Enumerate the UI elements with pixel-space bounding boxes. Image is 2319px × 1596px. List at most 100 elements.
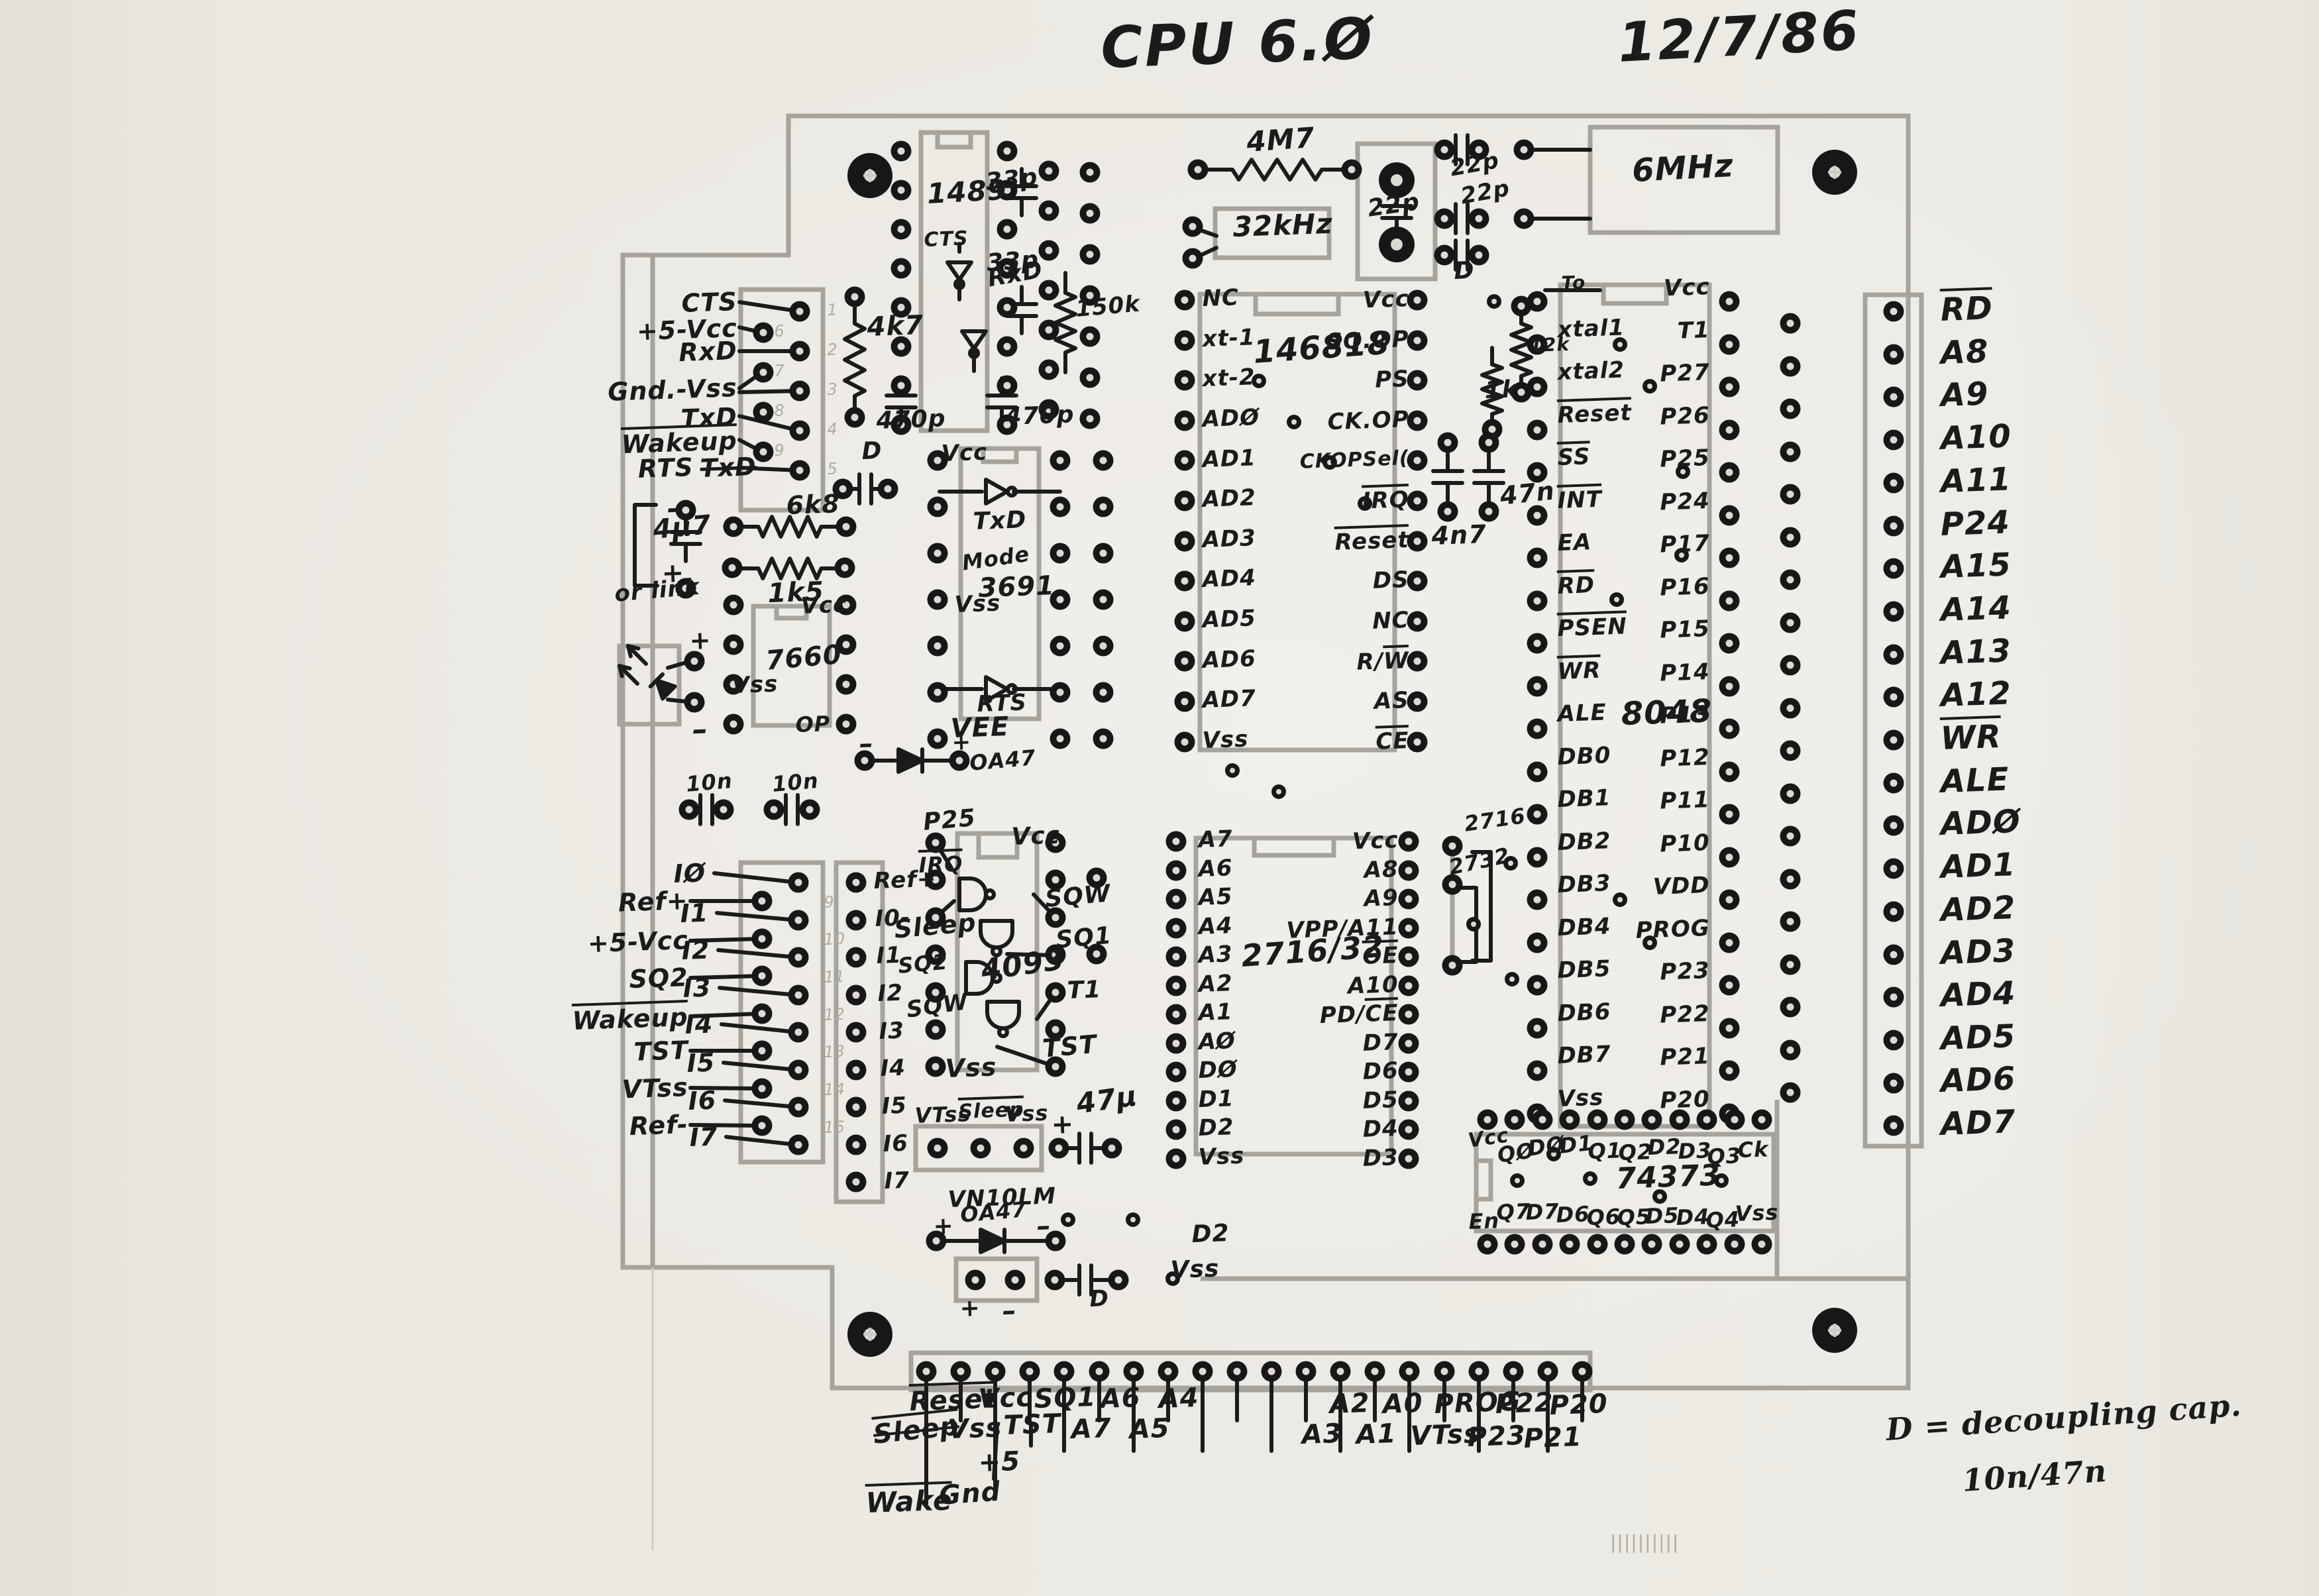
value-label: 22p — [1458, 175, 1512, 210]
pencil-label: 1 — [826, 300, 839, 319]
edge-label: AD5 — [1939, 1018, 2017, 1057]
pin-label: + — [1050, 1108, 1075, 1140]
value-label: 4k7 — [866, 310, 924, 343]
conn-label: A1 — [1355, 1418, 1397, 1450]
conn-label: Gnd — [938, 1476, 1002, 1511]
pin-label: P12 — [1659, 744, 1711, 772]
edge-label: AD2 — [1939, 889, 2017, 929]
pin-label: CKOPSel( — [1299, 447, 1410, 474]
edge-label: A10 — [1939, 417, 2012, 457]
pin-label: I2 — [877, 979, 904, 1007]
conn-label: TxD — [699, 452, 757, 483]
pin-label: TxD — [972, 506, 1027, 535]
conn-label: IØ — [673, 858, 706, 888]
conn-label: P22 — [1494, 1387, 1554, 1420]
pin-label: P16 — [1659, 573, 1711, 602]
value-label: D — [1453, 256, 1476, 285]
edge-label: AD3 — [1939, 932, 2017, 972]
conn-label: A2 — [1328, 1387, 1371, 1420]
edge-label: AD1 — [1939, 846, 2017, 886]
conn-label: Vcc — [977, 1382, 1033, 1414]
pencil-label: 7 — [773, 361, 786, 380]
copper-traces — [617, 113, 1924, 1550]
value-label: 4M7 — [1245, 121, 1317, 158]
pin-label: A9 — [1363, 884, 1399, 912]
value-label: 33p — [985, 246, 1040, 277]
pin-label: D7 — [1525, 1198, 1560, 1225]
pin-label: D5 — [1362, 1087, 1399, 1114]
pin-label: I7 — [883, 1167, 910, 1195]
conn-label: A5 — [1128, 1412, 1171, 1445]
pencil-label: 14 — [823, 1079, 846, 1099]
pin-label: Vcc — [940, 439, 988, 467]
pin-label: Vcc — [1362, 286, 1410, 314]
pencil-label: 2 — [826, 340, 839, 359]
pin-label: D7 — [1362, 1029, 1399, 1057]
value-label: 10n — [771, 767, 820, 797]
pin-label: I5 — [881, 1092, 908, 1120]
edge-label: A14 — [1939, 589, 2012, 629]
pin-label: – — [1036, 1209, 1052, 1242]
pin-label: OE — [1362, 942, 1399, 970]
value-label: 6k8 — [785, 489, 841, 520]
conn-label: +5 — [977, 1446, 1021, 1478]
pin-label: CE — [1375, 727, 1410, 755]
conn-label: I3 — [682, 973, 712, 1003]
edge-label: A11 — [1939, 460, 2012, 500]
pin-label: – — [666, 490, 684, 526]
pin-label: Vss — [1004, 1100, 1050, 1127]
pin-label: I3 — [878, 1017, 905, 1045]
pin-label: Ck — [1737, 1136, 1769, 1163]
pin-label: P22 — [1659, 1000, 1711, 1029]
pin-label: Q3 — [1706, 1143, 1742, 1169]
edge-label: ALE — [1939, 761, 2010, 800]
conn-label: I1 — [679, 898, 709, 928]
conn-label: Wakeup — [572, 1002, 689, 1036]
pin-label: P27 — [1659, 359, 1711, 388]
pin-label: VDD — [1652, 872, 1711, 900]
pin-label: Q6 — [1586, 1204, 1621, 1230]
pin-label: Reset — [1334, 527, 1410, 556]
value-label: D — [1089, 1285, 1110, 1312]
pencil-label: 10 — [823, 929, 846, 949]
pin-label: P25 — [922, 804, 977, 836]
edge-label: AD4 — [1939, 975, 2017, 1014]
chip-label: 4093 — [979, 942, 1067, 988]
pin-label: – — [1001, 1294, 1018, 1327]
pencil-label: |||||||||| — [1610, 1531, 1680, 1553]
pin-label: Vss — [731, 670, 779, 699]
pin-label: OP — [794, 711, 831, 737]
pin-label: SQW — [904, 988, 971, 1024]
conn-label: TST — [633, 1036, 689, 1067]
conn-label: SQ2 — [628, 963, 689, 994]
pin-label: PS — [1374, 366, 1410, 394]
value-label: 10n — [684, 767, 734, 797]
value-label: OA47 — [968, 745, 1038, 776]
pin-label: Vcc — [1010, 822, 1061, 851]
pin-label: P26 — [1659, 402, 1711, 431]
edge-label: AD7 — [1939, 1103, 2017, 1143]
pin-label: NC — [1372, 607, 1410, 635]
conn-label: P21 — [1523, 1421, 1583, 1454]
conn-label: +5-Vcc — [587, 926, 689, 959]
pin-label: D6 — [1362, 1057, 1399, 1085]
pin-label: P14 — [1659, 659, 1711, 687]
edge-label: RD — [1939, 290, 1994, 329]
pin-label: D6 — [1555, 1201, 1591, 1228]
page-title: CPU 6.Ø — [1099, 5, 1375, 81]
pin-label: Vcc — [1352, 827, 1399, 855]
conn-label: P23 — [1466, 1420, 1527, 1453]
conn-label: P20 — [1548, 1388, 1609, 1421]
pin-label: CK.OP — [1326, 406, 1410, 436]
pin-label: Vcc — [800, 591, 847, 619]
pin-label: D2 — [1191, 1220, 1230, 1248]
edge-label: P24 — [1939, 504, 2011, 543]
page-date: 12/7/86 — [1616, 0, 1862, 75]
pin-label: + — [932, 1212, 955, 1240]
pin-label: I6 — [882, 1130, 909, 1157]
value-label: 22p — [1448, 147, 1501, 182]
pin-label: Mode — [960, 541, 1032, 576]
pin-label: T1 — [1066, 976, 1102, 1004]
value-label: 22p — [1366, 188, 1422, 223]
value-label: 6MHz — [1631, 146, 1735, 189]
